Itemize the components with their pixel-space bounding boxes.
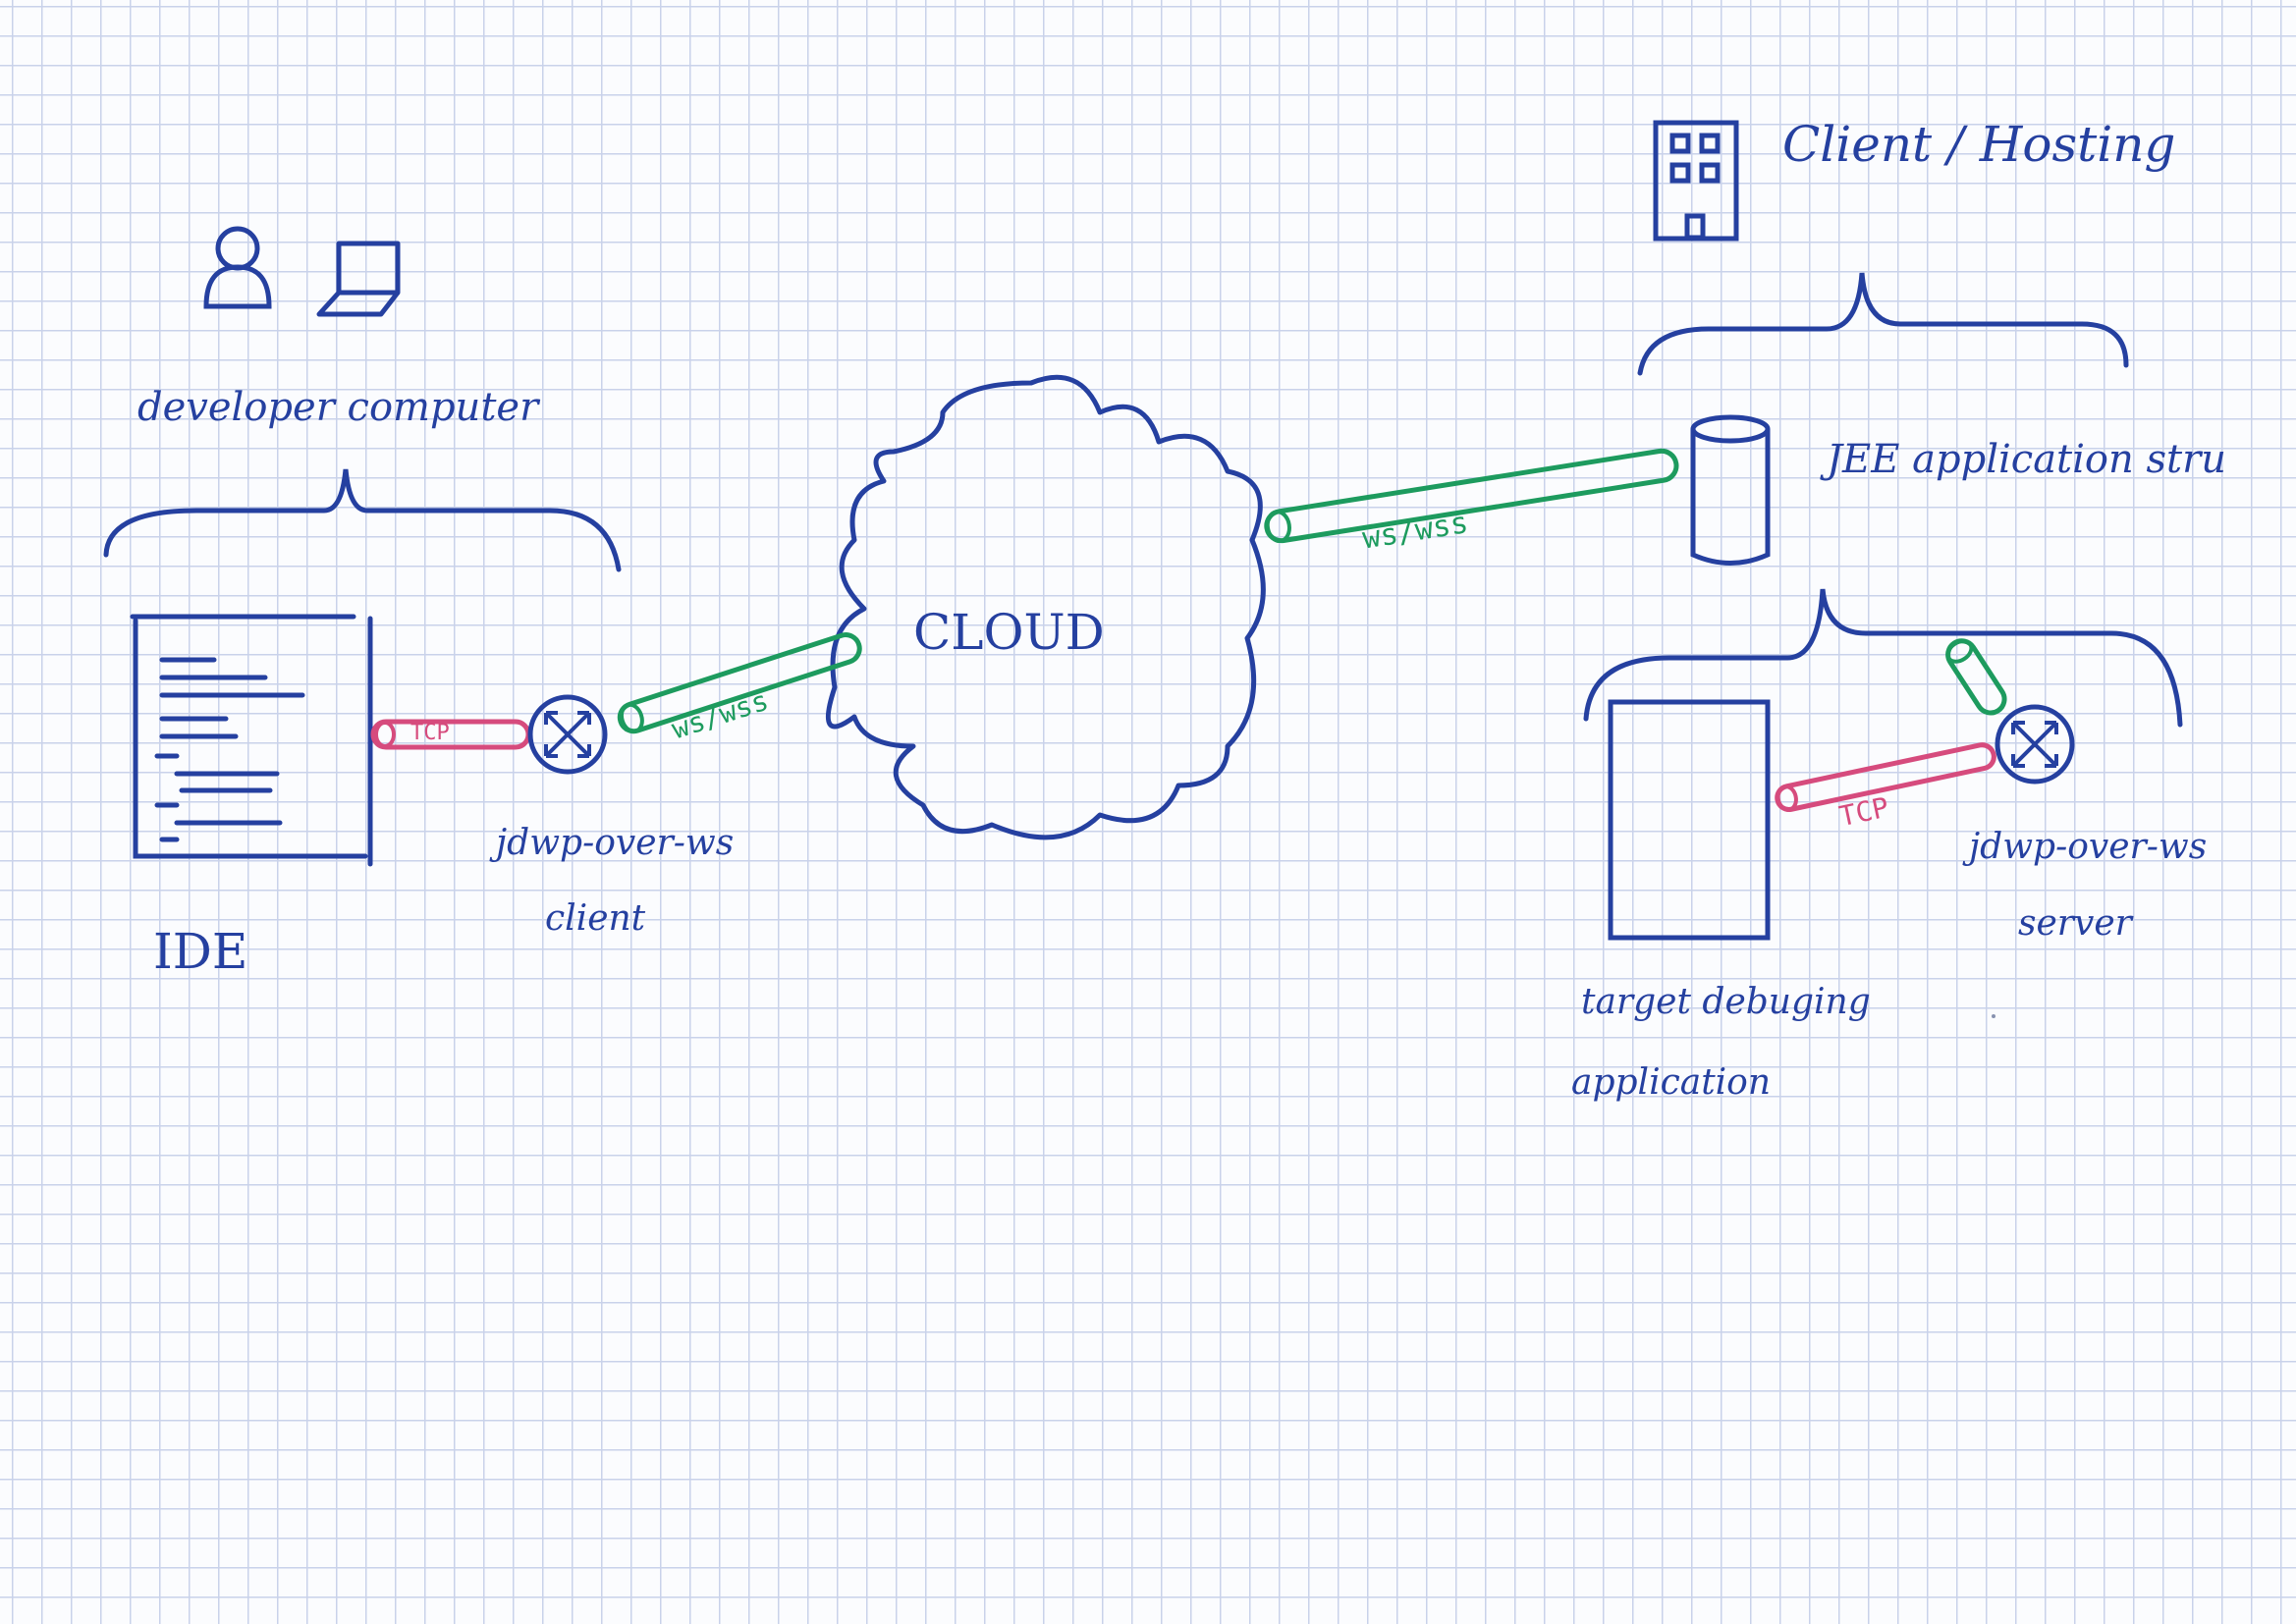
hosting-brace <box>1637 272 2129 376</box>
jee-brace <box>1583 588 2183 728</box>
developer-computer-label: developer computer <box>137 385 539 430</box>
client-node-label-line2: client <box>545 898 646 939</box>
jee-application-label: JEE application stru <box>1827 437 2226 482</box>
ide-label: IDE <box>153 923 248 980</box>
tcp-label-left: TCP <box>410 721 450 745</box>
target-application-label-line2: application <box>1571 1062 1772 1103</box>
person-icon <box>203 226 272 309</box>
laptop-icon <box>316 241 401 317</box>
server-node-label-line1: jdwp-over-ws <box>1969 827 2208 867</box>
cloud-label: CLOUD <box>913 604 1105 661</box>
router-icon <box>530 697 605 772</box>
cloud-shape <box>825 374 1266 840</box>
target-application-label-line1: target debuging <box>1581 982 1871 1022</box>
ws-pipe-jee-server <box>1945 638 2007 716</box>
server-node-label-line2: server <box>2018 903 2132 944</box>
tcp-pipe-left <box>370 719 531 750</box>
client-node-label-line1: jdwp-over-ws <box>496 823 735 863</box>
client-hosting-label: Client / Hosting <box>1782 116 2176 173</box>
ws-pipe-cloud-jee <box>1264 448 1679 544</box>
ws-pipe-client-cloud <box>617 632 862 734</box>
router-icon <box>1997 707 2072 782</box>
developer-computer-brace <box>103 468 622 572</box>
target-application-box <box>1608 699 1771 941</box>
building-icon <box>1653 120 1739 242</box>
tcp-pipe-right <box>1775 742 1996 813</box>
database-icon <box>1690 414 1771 566</box>
ide-window-icon <box>130 614 373 867</box>
